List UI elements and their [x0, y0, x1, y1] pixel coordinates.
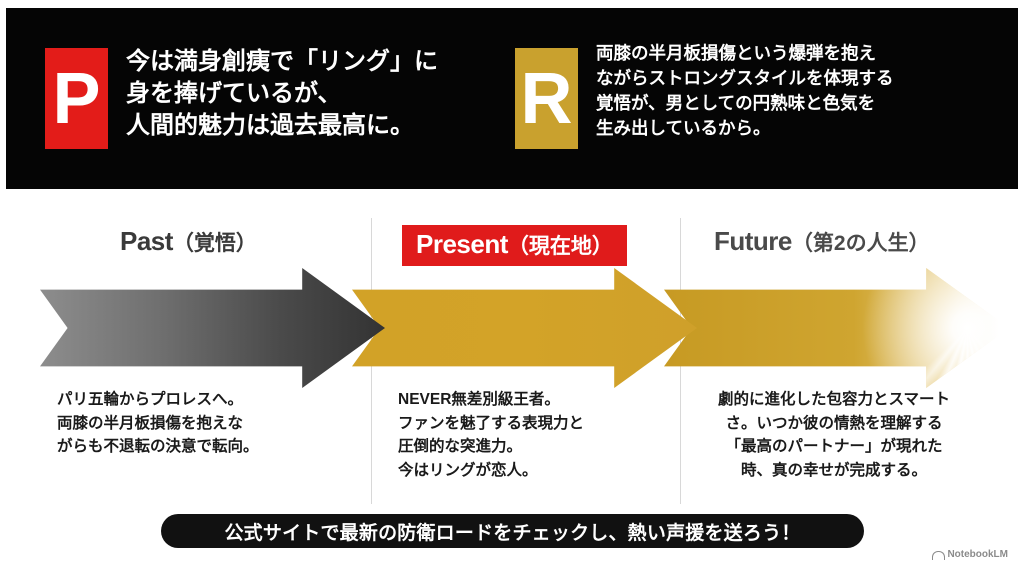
caption-present: NEVER無差別級王者。 ファンを魅了する表現力と 圧倒的な突進力。 今はリング…: [398, 391, 585, 479]
phase-heading-future: Future（第2の人生）: [714, 226, 930, 257]
phase-heading-past: Past（覚悟）: [120, 226, 257, 257]
header-point-p: P 今は満身創痍で「リング」に 身を捧げているが、 人間的魅力は過去最高に。: [45, 48, 500, 149]
phase-label-en-future: Future: [714, 226, 792, 256]
phase-heading-present: Present（現在地）: [402, 225, 627, 266]
badge-p: P: [45, 48, 108, 149]
watermark: NotebookLM: [932, 549, 1008, 560]
phase-label-en-past: Past: [120, 226, 173, 256]
caption-future: 劇的に進化した包容力とスマート さ。いつか彼の情熱を理解する 「最高のパートナー…: [717, 391, 951, 479]
header-point-r: R 両膝の半月板損傷という爆弾を抱え ながらストロングスタイルを体現する 覚悟が…: [515, 43, 894, 149]
timeline-arrow-band: [0, 268, 1024, 388]
arrow-future: [664, 268, 1009, 388]
watermark-label: NotebookLM: [947, 549, 1008, 560]
caption-past: パリ五輪からプロレスへ。 両膝の半月板損傷を抱えな がらも不退転の決意で転向。: [57, 391, 259, 456]
arrow-past: [40, 268, 385, 388]
notebooklm-icon: [932, 550, 946, 560]
phase-label-jp-future: （第2の人生）: [791, 232, 930, 255]
arrow-present: [352, 268, 697, 388]
badge-r: R: [515, 48, 578, 149]
phase-label-en-present: Present: [416, 229, 508, 259]
phase-label-jp-present: （現在地）: [507, 235, 613, 258]
phase-label-jp-past: （覚悟）: [172, 232, 257, 255]
header-r-text: 両膝の半月板損傷という爆弾を抱え ながらストロングスタイルを体現する 覚悟が、男…: [596, 43, 894, 138]
header-block: P 今は満身創痍で「リング」に 身を捧げているが、 人間的魅力は過去最高に。 R…: [6, 8, 1018, 189]
cta-banner: 公式サイトで最新の防衛ロードをチェックし、熱い声援を送ろう！: [161, 514, 864, 548]
header-p-text: 今は満身創痍で「リング」に 身を捧げているが、 人間的魅力は過去最高に。: [126, 48, 438, 139]
